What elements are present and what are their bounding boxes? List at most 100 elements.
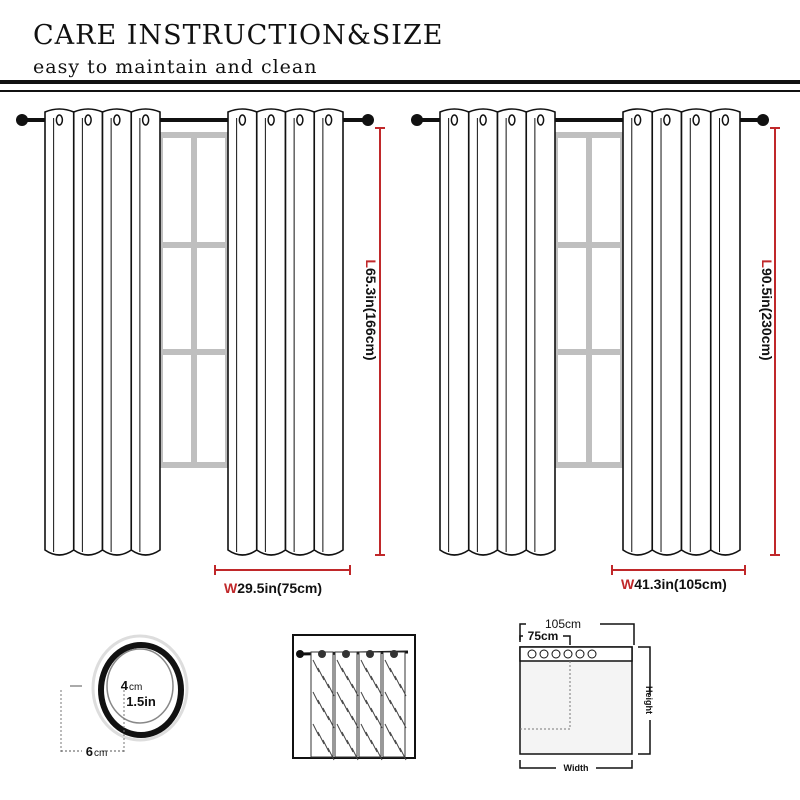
curtain-fold — [680, 108, 712, 556]
sketch-panel — [358, 651, 382, 758]
sketch-grommet — [390, 650, 398, 658]
curtain-fold — [525, 108, 556, 556]
sketch-hatch — [341, 699, 349, 713]
grommet-icon — [55, 114, 64, 126]
grommet-inner-unit: cm — [129, 682, 142, 693]
size-diagram — [519, 623, 651, 769]
grommet-icon — [141, 114, 150, 126]
grommet-icon — [113, 114, 121, 126]
sketch-hatch — [360, 659, 368, 673]
sketch-hatch — [394, 707, 402, 721]
rod-finial — [16, 114, 28, 126]
curtain-fold — [313, 108, 344, 556]
curtain-fold — [467, 108, 499, 556]
sketch-hatch — [370, 675, 378, 689]
length-label-long: L90.5in(230cm) — [759, 259, 775, 360]
curtain-fold — [439, 108, 470, 556]
curtain-fold — [101, 108, 133, 556]
sketch-panel — [310, 651, 334, 758]
sketch-hatch — [375, 715, 383, 729]
sketch-hatch — [360, 723, 368, 737]
sketch-hatch — [327, 715, 335, 729]
sketch-hatch — [336, 723, 344, 737]
sketch-hatch — [389, 731, 397, 745]
grommet-icon — [692, 114, 700, 126]
grommet-icon — [479, 114, 487, 126]
sketch-hatch — [312, 723, 320, 737]
sketch-panel — [334, 651, 358, 758]
sketch-hatch — [322, 707, 330, 721]
curtain-fold — [44, 108, 75, 556]
sketch-hatch — [360, 691, 368, 705]
curtain-panel-short — [16, 108, 385, 575]
width-label-short: W29.5in(75cm) — [224, 580, 322, 596]
sketch-grommet — [318, 650, 326, 658]
grommet-inner-cm: 4 — [121, 678, 129, 693]
grommet-icon — [238, 114, 247, 126]
size-width-label: Width — [564, 763, 589, 773]
sketch-hatch — [365, 731, 373, 745]
curtain-fold — [130, 108, 161, 556]
curtain-panel-long — [411, 108, 780, 575]
grommet-icon — [721, 114, 730, 126]
grommet-hole-icon — [527, 649, 537, 659]
sketch-hatch — [399, 683, 407, 697]
sketch-hatch — [336, 659, 344, 673]
sketch-hatch — [375, 747, 383, 761]
sketch-hatch — [312, 691, 320, 705]
curtain-fold — [651, 108, 683, 556]
sketch-hatch — [399, 747, 407, 761]
sketch-hatch — [312, 659, 320, 673]
grommet-hole-icon — [539, 649, 549, 659]
width-label-long: W41.3in(105cm) — [621, 576, 727, 592]
curtain-fold — [72, 108, 104, 556]
sketch-hatch — [351, 747, 359, 761]
sketch-hatch — [365, 667, 373, 681]
grommet-icon — [633, 114, 642, 126]
sketch-hatch — [317, 699, 325, 713]
sketch-hatch — [346, 739, 354, 753]
sketch-hatch — [341, 731, 349, 745]
curtain-fold — [284, 108, 316, 556]
grommet-outer-cm: 6 — [86, 744, 93, 759]
sketch-hatch — [365, 699, 373, 713]
sketch-hatch — [317, 667, 325, 681]
sketch-hatch — [370, 739, 378, 753]
curtain-fold — [622, 108, 654, 556]
curtain-fold — [255, 108, 287, 556]
curtain-fold — [227, 108, 258, 556]
sketch-hatch — [389, 667, 397, 681]
rod-finial — [362, 114, 374, 126]
sketch-hatch — [399, 715, 407, 729]
curtain-fold — [496, 108, 528, 556]
sketch-hatch — [370, 707, 378, 721]
sketch-finial — [296, 650, 304, 658]
grommet-icon — [84, 114, 92, 126]
size-narrow-label: 75cm — [528, 629, 559, 643]
size-height-label: Height — [644, 686, 654, 714]
sketch-hatch — [346, 675, 354, 689]
sketch-hatch — [394, 675, 402, 689]
grommet-icon — [296, 114, 304, 126]
grommet-hole-icon — [551, 649, 561, 659]
grommet-inner-in: 1.5in — [126, 694, 156, 709]
rod-finial — [411, 114, 423, 126]
sketch-hatch — [375, 683, 383, 697]
curtain-sketch-thumbnail — [292, 634, 416, 761]
sketch-hatch — [327, 683, 335, 697]
sketch-hatch — [384, 691, 392, 705]
grommet-ring — [60, 634, 189, 752]
grommet-hole-icon — [575, 649, 585, 659]
sketch-grommet — [342, 650, 350, 658]
grommet-icon — [267, 114, 275, 126]
sketch-hatch — [336, 691, 344, 705]
sketch-hatch — [384, 723, 392, 737]
divider-thin — [0, 90, 800, 92]
grommet-icon — [508, 114, 516, 126]
sketch-hatch — [327, 747, 335, 761]
sketch-hatch — [351, 715, 359, 729]
subtitle: easy to maintain and clean — [33, 56, 317, 78]
grommet-hole-icon — [563, 649, 573, 659]
sketch-hatch — [394, 739, 402, 753]
